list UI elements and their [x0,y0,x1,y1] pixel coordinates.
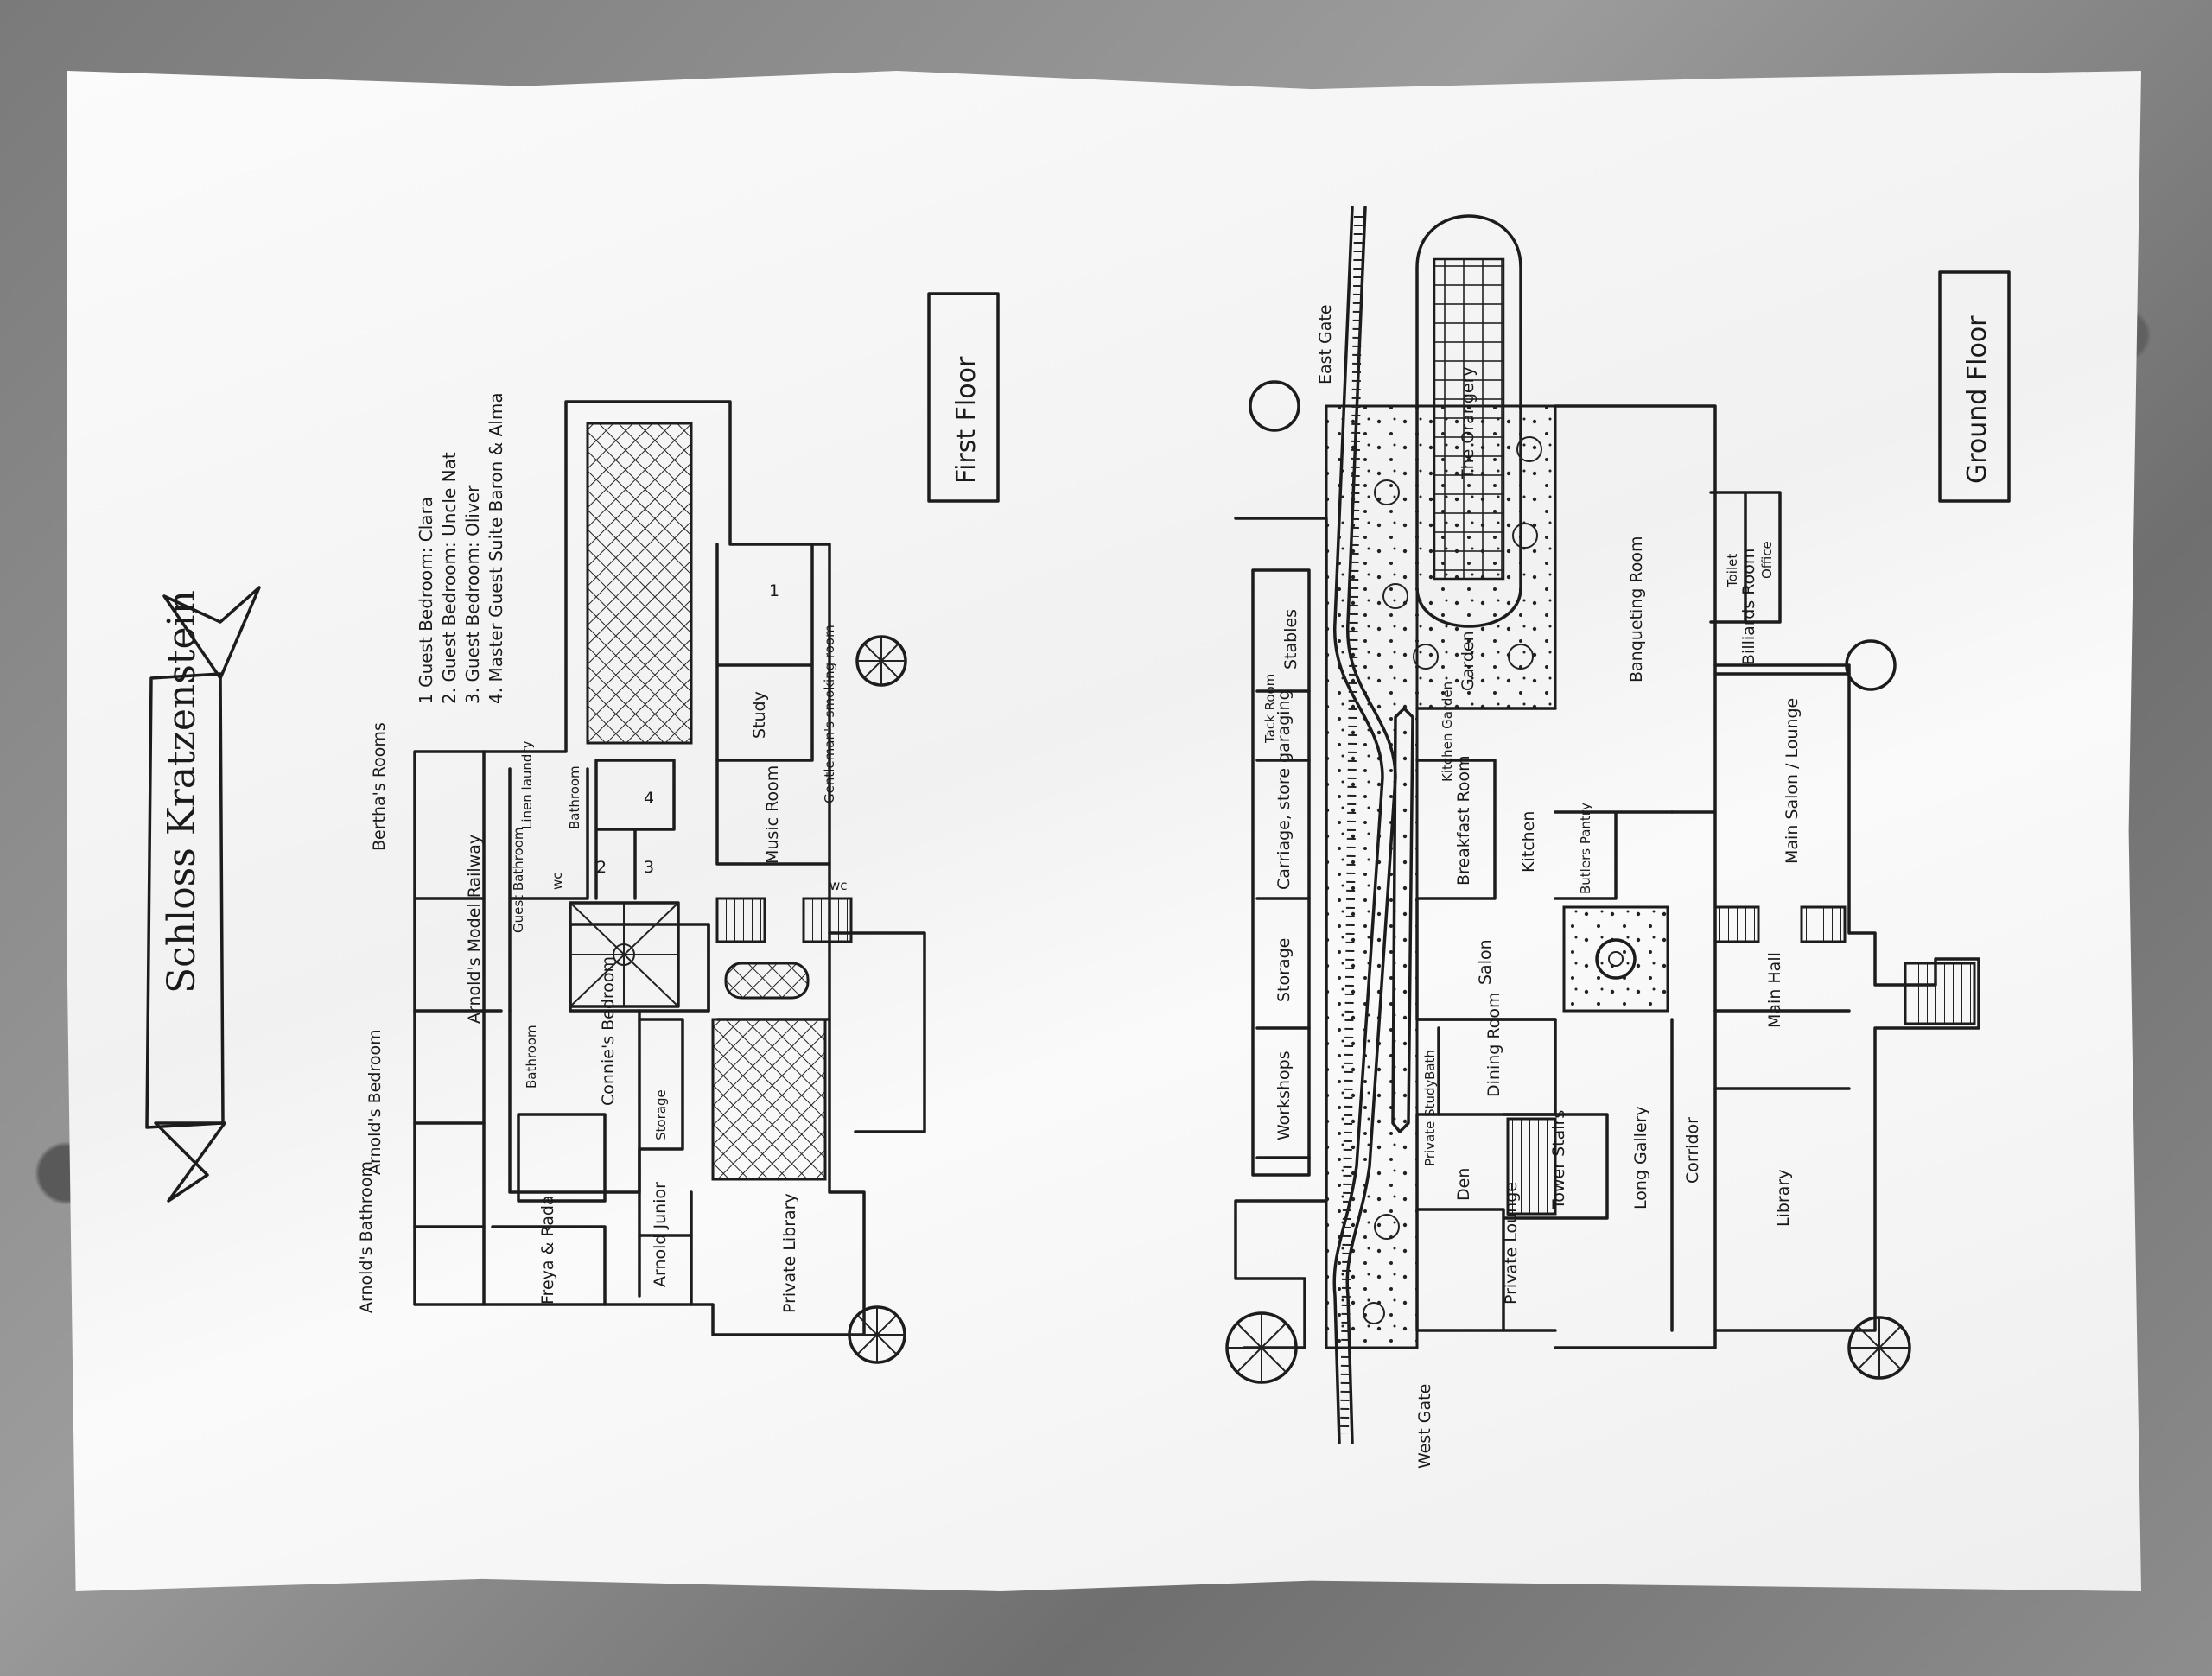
room-main-hall: Main Hall [1765,952,1784,1028]
label-east-gate: East Gate [1316,304,1335,384]
room-kitchen: Kitchen [1519,811,1538,873]
east-tower [1249,380,1300,432]
room-wc2: wc [830,878,848,893]
ground-floor-room-labels: East Gate West Gate The Orangery Stables… [1262,304,1802,1469]
room-arnolds-bedroom: Arnold's Bedroom [365,1029,385,1175]
paper-sheet [67,71,2141,1591]
room-1: 1 [769,581,779,600]
ground-floor-label-box [1938,270,2011,503]
room-butlers: Butlers Pantry [1578,803,1593,894]
room-connies: Connie's Bedroom [599,956,618,1106]
room-music: Music Room [763,765,782,864]
room-long-gallery: Long Gallery [1631,1106,1650,1209]
room-private-library: Private Library [780,1193,799,1313]
room-storage: Storage [653,1089,669,1140]
room-billiards: Billiards Room [1739,549,1758,665]
first-floor-label: First Floor [951,356,982,484]
room-garden: Garden [1459,631,1478,691]
label-west-gate: West Gate [1415,1384,1434,1469]
room-workshops: Workshops [1274,1051,1294,1140]
room-orangery: The Orangery [1459,366,1478,480]
tower-stairs-flight [1506,1117,1557,1216]
room-guest-bathroom: Guest Bathroom [511,828,526,934]
room-legend: 1 Guest Bedroom: Clara 2. Guest Bedroom:… [416,392,506,704]
room-office: Office [1759,541,1775,579]
room-kitchen-garden: Kitchen Garden [1440,682,1455,782]
room-dining: Dining Room [1484,993,1503,1097]
room-bathroom: Bathroom [567,765,582,829]
legend-item-4: 4. Master Guest Suite Baron & Alma [486,392,506,704]
fountain [1595,938,1637,980]
room-linen: Linen laundry [519,740,535,829]
room-bathroom2: Bathroom [524,1025,539,1089]
room-carriage: Carriage, store garaging [1274,689,1294,890]
legend-item-1: 1 Guest Bedroom: Clara [416,497,436,704]
ground-entry-stairs [1904,962,1976,1025]
room-gentleman: Gentleman's smoking room [822,625,837,803]
room-breakfast: Breakfast Room [1454,755,1473,886]
orangery-glasshouse [1433,257,1505,581]
room-storage-ground: Storage [1274,938,1294,1002]
gallery-void [586,422,693,745]
room-den: Den [1454,1168,1473,1201]
room-stables: Stables [1281,609,1300,670]
room-arnolds-bathroom: Arnold's Bathroom [357,1161,376,1313]
first-floor-stairs-2 [802,897,853,943]
orangery-outline [1415,214,1522,628]
room-4: 4 [644,789,654,808]
room-private-lounge: Private Lounge [1502,1182,1521,1305]
main-tower-ne [1845,639,1897,691]
ground-floor-plan: Ground Floor [1225,206,2011,1469]
legend-item-3: 3. Guest Bedroom: Oliver [462,485,483,704]
first-floor-label-box [927,292,1000,503]
room-2: 2 [596,858,607,877]
room-main-salon: Main Salon / Lounge [1783,698,1802,864]
room-3: 3 [644,858,654,877]
ground-floor-label: Ground Floor [1962,315,1993,484]
first-floor-plan: First Floor Bertha's Roo [357,292,1000,1364]
oval-void [724,962,810,1000]
legend-item-2: 2. Guest Bedroom: Uncle Nat [439,452,460,704]
room-study: Study [750,691,769,739]
room-freya: Freya & Rada [538,1195,557,1305]
room-tack: Tack Room [1262,674,1278,744]
room-toilet: Toilet [1725,554,1740,588]
room-library: Library [1774,1170,1793,1227]
room-corridor: Corridor [1683,1117,1702,1184]
room-salon: Salon [1476,939,1495,985]
garden-trees [1363,436,1542,1324]
room-arnold-junior: Arnold Junior [651,1182,670,1287]
first-floor-stairs-1 [715,897,766,943]
ground-main-stairs-1 [1713,905,1760,943]
first-floor-room-labels: Bertha's Rooms Arnold's Bedroom Arnold's… [357,581,848,1313]
room-private-study: Private Study [1422,1080,1438,1166]
light-well [711,1018,827,1181]
room-bath: Bath [1422,1050,1438,1080]
ground-main-stairs-2 [1800,905,1847,943]
room-banqueting: Banqueting Room [1627,536,1646,683]
room-berthas: Bertha's Rooms [370,722,389,851]
room-arnolds-railway: Arnold's Model Railway [465,835,484,1024]
room-tower-stairs: Tower Stairs [1549,1110,1568,1210]
room-wc: wc [550,872,565,890]
title-banner: Schloss Kratzenstein [145,586,261,1203]
map-title: Schloss Kratzenstein [160,590,204,994]
